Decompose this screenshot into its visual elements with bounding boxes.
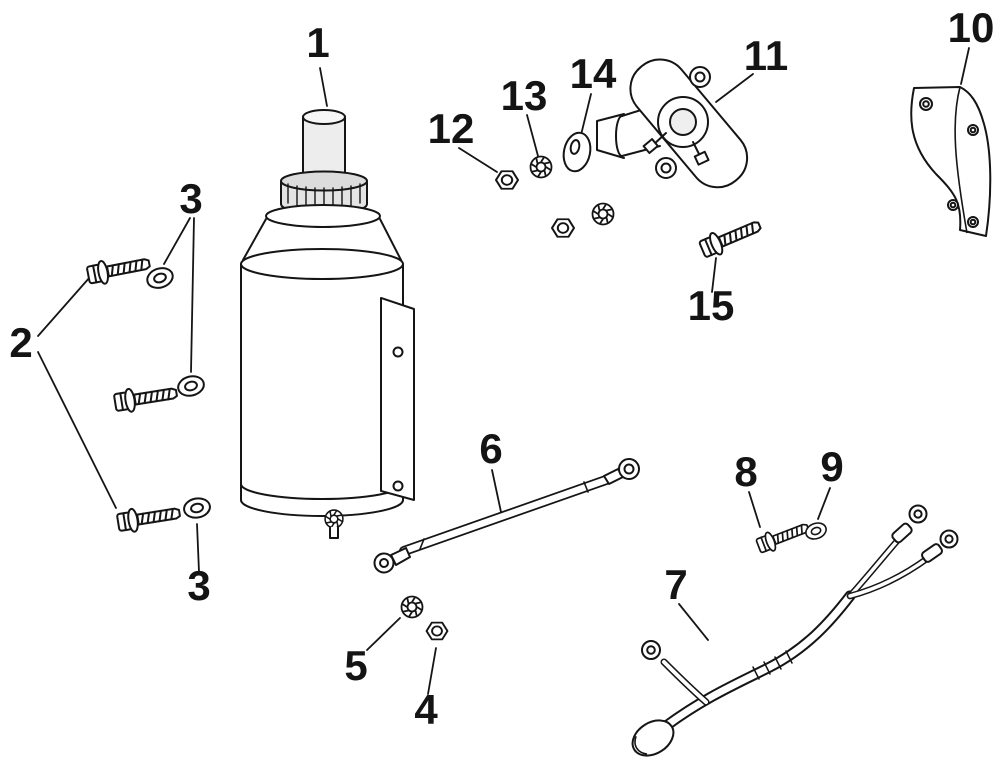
callout-3b: 3: [187, 562, 210, 609]
flat-washer-14: [562, 131, 592, 173]
callout-4: 4: [414, 686, 438, 733]
callout-1: 1: [306, 19, 329, 66]
harness-boot: [631, 719, 675, 757]
callout-11: 11: [744, 32, 788, 79]
callout-10: 10: [948, 4, 995, 51]
washer-2: [175, 372, 207, 400]
callout-5: 5: [344, 642, 367, 689]
callout-2: 2: [9, 319, 32, 366]
callout-14: 14: [570, 50, 617, 97]
mounting-bolt-1: [85, 251, 153, 288]
callout-3a: 3: [179, 175, 202, 222]
mounting-bracket: [910, 86, 992, 237]
washer-1: [143, 263, 177, 293]
callout-13: 13: [501, 72, 548, 119]
terminal-stud: [324, 509, 344, 539]
callouts: 1 2 3 3 4 5 6 7 8 9 10 11 12 13 14 15: [9, 4, 994, 733]
callout-15: 15: [688, 282, 735, 329]
callout-7: 7: [664, 561, 687, 608]
wiring-harness: [631, 504, 959, 757]
solenoid-bolt-15: [696, 213, 765, 262]
starter-solenoid: [596, 58, 749, 189]
hex-nut-lower: [551, 218, 575, 238]
leader-lines: [37, 47, 970, 695]
lock-washer-13: [529, 155, 553, 179]
hex-nut-12: [495, 170, 519, 190]
side-mounting-plate: [380, 297, 415, 501]
washer-3: [181, 495, 213, 521]
harness-bolt-8: [754, 517, 813, 557]
starter-motor: [240, 109, 415, 539]
callout-8: 8: [734, 448, 757, 495]
mounting-bolt-3: [115, 500, 183, 536]
lock-washer-5: [400, 595, 424, 619]
callout-9: 9: [820, 443, 843, 490]
hex-nut-4: [425, 621, 449, 641]
callout-6: 6: [479, 425, 502, 472]
lock-washer-lower: [591, 202, 615, 226]
harness-washer-9: [802, 519, 830, 543]
mounting-bolt-2: [112, 380, 180, 416]
callout-12: 12: [428, 105, 475, 152]
starter-cable: [373, 458, 640, 574]
